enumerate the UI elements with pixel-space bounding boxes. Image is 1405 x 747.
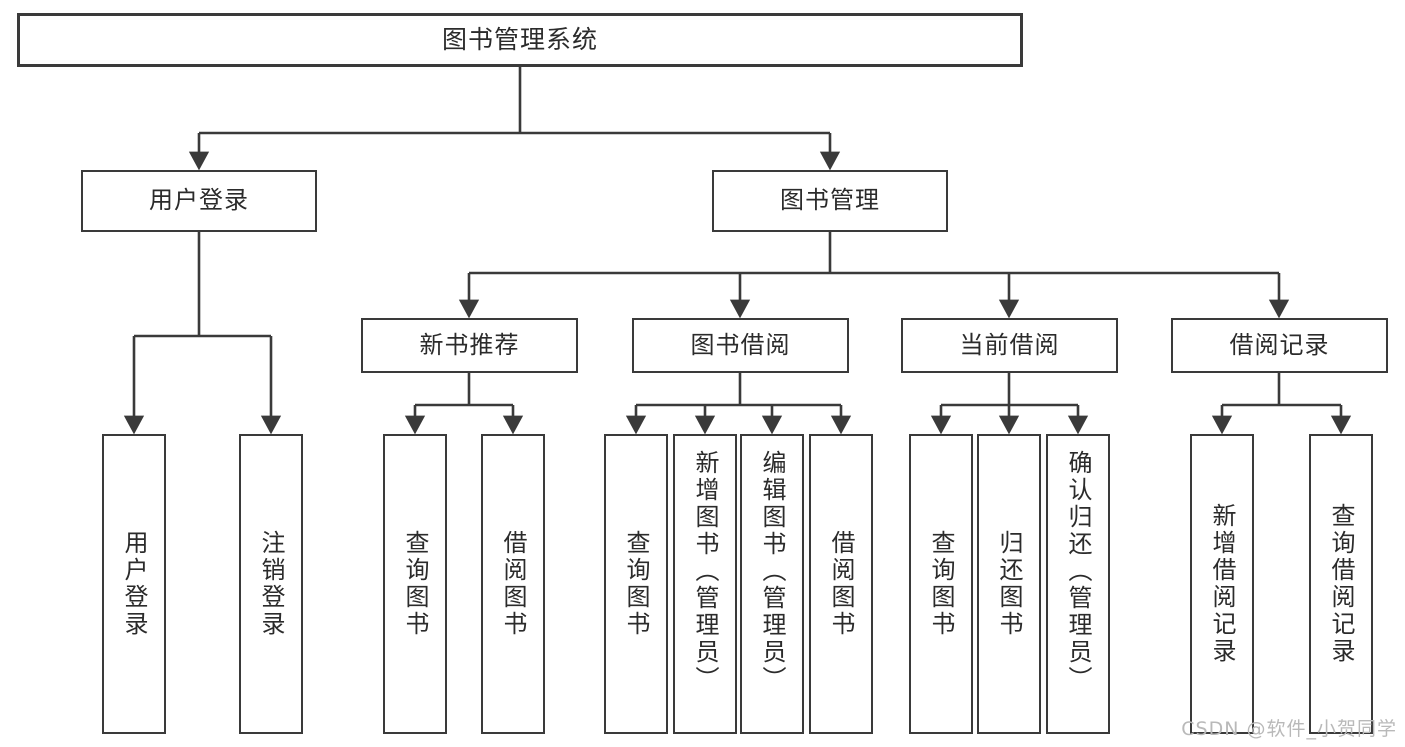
leaf-confirm-return-admin[interactable]: 确认归还（管理员）	[1046, 434, 1110, 734]
leaf-edit-book-admin[interactable]: 编辑图书（管理员）	[740, 434, 804, 734]
leaf-query-book-recommend[interactable]: 查询图书	[383, 434, 447, 734]
node-user-login[interactable]: 用户登录	[81, 170, 317, 232]
node-label: 注销登录	[257, 530, 285, 638]
leaf-user-login[interactable]: 用户登录	[102, 434, 166, 734]
leaf-logout[interactable]: 注销登录	[239, 434, 303, 734]
node-label: 查询图书	[401, 530, 429, 638]
node-label: 借阅图书	[827, 530, 855, 638]
leaf-borrow-book[interactable]: 借阅图书	[809, 434, 873, 734]
node-label: 图书借阅	[690, 330, 791, 359]
node-label: 图书管理	[780, 186, 880, 215]
node-label: 借阅图书	[499, 530, 527, 638]
node-label: 新增图书（管理员）	[691, 450, 719, 693]
node-current-borrow[interactable]: 当前借阅	[901, 318, 1118, 373]
leaf-query-book-current[interactable]: 查询图书	[909, 434, 973, 734]
node-root-system[interactable]: 图书管理系统	[17, 13, 1023, 67]
node-label: 当前借阅	[959, 330, 1060, 359]
leaf-query-book-borrow[interactable]: 查询图书	[604, 434, 668, 734]
node-label: 用户登录	[149, 186, 249, 215]
node-label: 借阅记录	[1229, 330, 1330, 359]
leaf-add-book-admin[interactable]: 新增图书（管理员）	[673, 434, 737, 734]
node-book-management[interactable]: 图书管理	[712, 170, 948, 232]
node-label: 图书管理系统	[441, 24, 598, 54]
leaf-add-borrow-record[interactable]: 新增借阅记录	[1190, 434, 1254, 734]
node-label: 编辑图书（管理员）	[758, 450, 786, 693]
node-label: 查询图书	[927, 530, 955, 638]
leaf-borrow-book-recommend[interactable]: 借阅图书	[481, 434, 545, 734]
node-borrow-records[interactable]: 借阅记录	[1171, 318, 1388, 373]
leaf-return-book[interactable]: 归还图书	[977, 434, 1041, 734]
node-label: 查询借阅记录	[1327, 503, 1355, 665]
node-label: 新书推荐	[419, 330, 520, 359]
node-label: 归还图书	[995, 530, 1023, 638]
node-label: 查询图书	[622, 530, 650, 638]
node-label: 新增借阅记录	[1208, 503, 1236, 665]
leaf-query-borrow-record[interactable]: 查询借阅记录	[1309, 434, 1373, 734]
node-book-borrow[interactable]: 图书借阅	[632, 318, 849, 373]
node-new-book-recommend[interactable]: 新书推荐	[361, 318, 578, 373]
node-label: 确认归还（管理员）	[1064, 450, 1092, 693]
node-label: 用户登录	[120, 530, 148, 638]
